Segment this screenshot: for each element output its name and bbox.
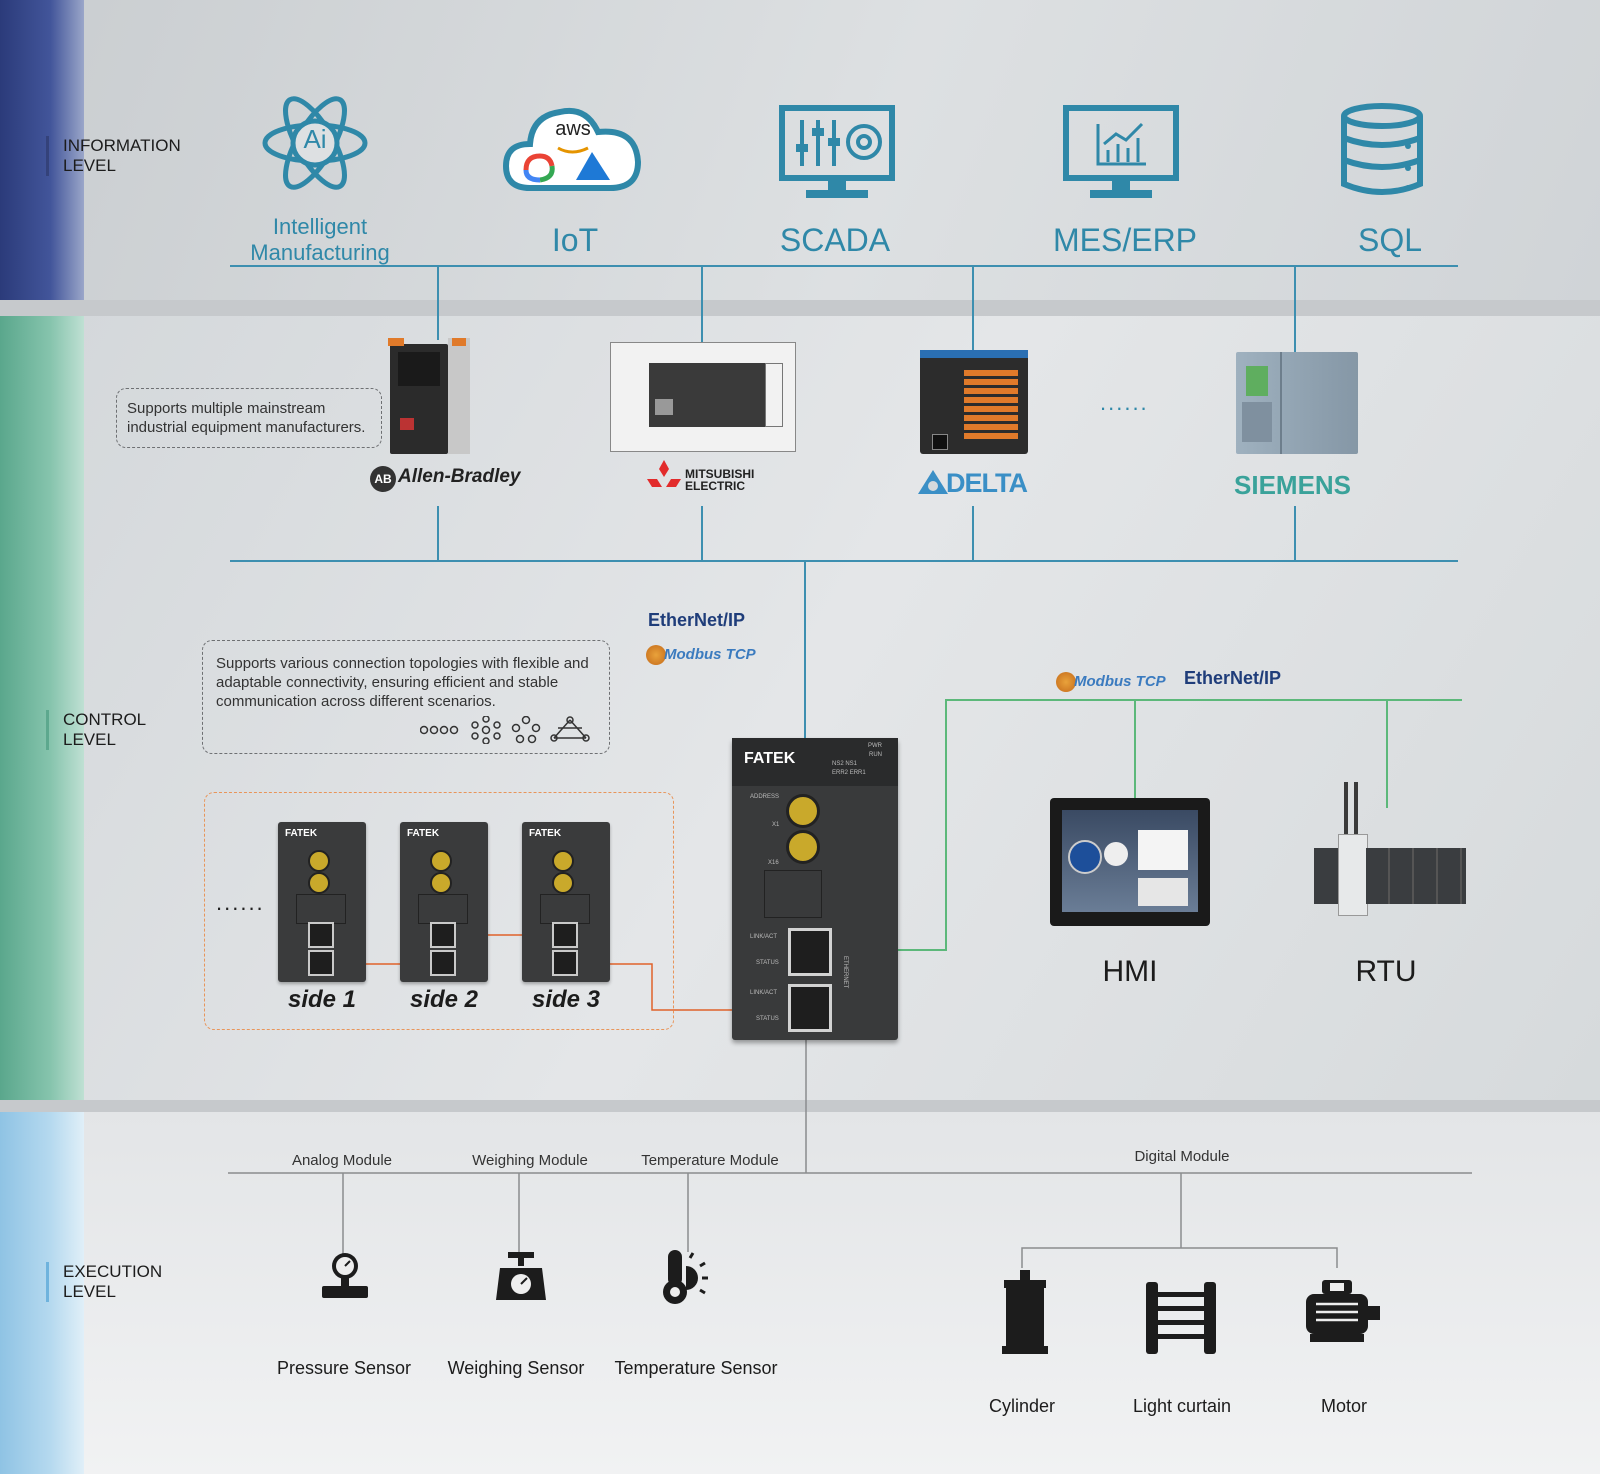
rtu-label: RTU	[1355, 955, 1417, 988]
card-slot	[764, 870, 822, 918]
temperature-sensor-label: Temperature Sensor	[614, 1358, 778, 1378]
rtu-device	[1312, 782, 1468, 918]
cylinder-label: Cylinder	[988, 1396, 1056, 1416]
fatek-indicators-2: NS2 NS1 ERR2 ERR1	[832, 761, 866, 776]
modbus-tcp-logo-right: Modbus TCP	[1074, 673, 1166, 690]
ai-atom-icon	[262, 96, 368, 190]
topology-icons	[420, 716, 590, 744]
status-label: STATUS	[756, 960, 779, 966]
light-curtain-icon	[1146, 1282, 1216, 1354]
weighing-module-label: Weighing Module	[472, 1152, 588, 1169]
thermometer-icon	[663, 1250, 708, 1304]
fatek-brand: FATEK	[744, 750, 796, 767]
control-sidebar	[0, 316, 84, 1100]
more-manufacturers-ellipsis: ......	[1100, 390, 1149, 415]
weighing-sensor-label: Weighing Sensor	[447, 1358, 585, 1378]
mesh-topology-icon	[550, 716, 590, 742]
siemens-logo: SIEMENS	[1234, 470, 1352, 500]
star-topology-icon	[471, 716, 501, 744]
execution-sidebar	[0, 1112, 84, 1474]
allen-bradley-plc	[388, 338, 482, 454]
digital-module-label: Digital Module	[1134, 1148, 1230, 1165]
ring-topology-icon	[511, 716, 541, 744]
hmi-device	[1050, 798, 1210, 926]
address-dial-x1[interactable]	[786, 794, 820, 828]
mitsubishi-diamonds-icon	[647, 460, 681, 487]
database-icon	[1341, 103, 1423, 195]
modbus-gear-icon	[1056, 672, 1076, 692]
light-curtain-label: Light curtain	[1132, 1396, 1232, 1416]
manufacturers-note-box	[116, 388, 382, 448]
aws-glyph: aws	[555, 118, 591, 140]
motor-label: Motor	[1320, 1396, 1367, 1416]
delta-plc	[920, 350, 1028, 454]
temperature-module-label: Temperature Module	[641, 1152, 779, 1169]
ai-glyph: Ai	[303, 124, 327, 154]
delta-triangle-icon	[918, 470, 948, 494]
iot-label: IoT	[551, 222, 599, 258]
topology-note: Supports various connection topologies w…	[216, 655, 589, 710]
analog-module-label: Analog Module	[291, 1152, 393, 1169]
link-act-label: LINK/ACT	[750, 990, 778, 996]
side-2-label: side 2	[409, 986, 479, 1013]
motor-icon	[1306, 1280, 1380, 1342]
scada-monitor-icon	[779, 105, 895, 198]
address-label: ADDRESS	[750, 794, 780, 800]
delta-logo: DELTA	[946, 468, 1028, 498]
allen-bradley-logo: Allen-Bradley	[398, 466, 521, 487]
meserp-label: MES/ERP	[1052, 222, 1198, 258]
more-slaves-ellipsis: ......	[216, 890, 265, 915]
weighing-scale-icon	[496, 1252, 546, 1300]
link-act-label: LINK/ACT	[750, 934, 778, 940]
slave-module-1: FATEK	[278, 822, 366, 982]
pressure-sensor-icon	[322, 1253, 368, 1298]
cylinder-icon	[1002, 1270, 1048, 1354]
status-label: STATUS	[756, 1016, 779, 1022]
modbus-gear-icon	[646, 645, 666, 665]
line-topology-icon	[420, 725, 459, 735]
information-sidebar	[0, 0, 84, 300]
aws-cloud-icon	[502, 108, 642, 191]
topology-note-box	[202, 640, 610, 754]
siemens-plc	[1236, 352, 1358, 454]
side-3-label: side 3	[531, 986, 601, 1013]
mitsubishi-plc	[610, 342, 796, 452]
pressure-sensor-label: Pressure Sensor	[276, 1358, 412, 1378]
ethernet-port-1[interactable]	[788, 928, 832, 976]
x1-label: X1	[772, 822, 780, 828]
hmi-label: HMI	[1102, 955, 1158, 988]
address-dial-x16[interactable]	[786, 830, 820, 864]
sql-label: SQL	[1357, 222, 1423, 258]
scada-label: SCADA	[779, 222, 891, 258]
chart-monitor-icon	[1063, 105, 1179, 198]
slave-module-3: FATEK	[522, 822, 610, 982]
x16-label: X16	[768, 860, 779, 866]
ethernet-ip-logo-right: EtherNet/IP	[1184, 668, 1282, 688]
band-separator	[0, 1100, 1600, 1112]
band-separator	[0, 300, 1600, 316]
ethernet-label: ETHERNET	[842, 956, 848, 989]
allen-bradley-badge: AB	[370, 466, 396, 492]
modbus-tcp-logo: Modbus TCP	[664, 646, 756, 663]
slave-module-2: FATEK	[400, 822, 488, 982]
ethernet-port-2[interactable]	[788, 984, 832, 1032]
side-1-label: side 1	[287, 986, 357, 1013]
ethernet-ip-logo: EtherNet/IP	[648, 610, 746, 630]
slave-modules-box	[204, 792, 674, 1030]
